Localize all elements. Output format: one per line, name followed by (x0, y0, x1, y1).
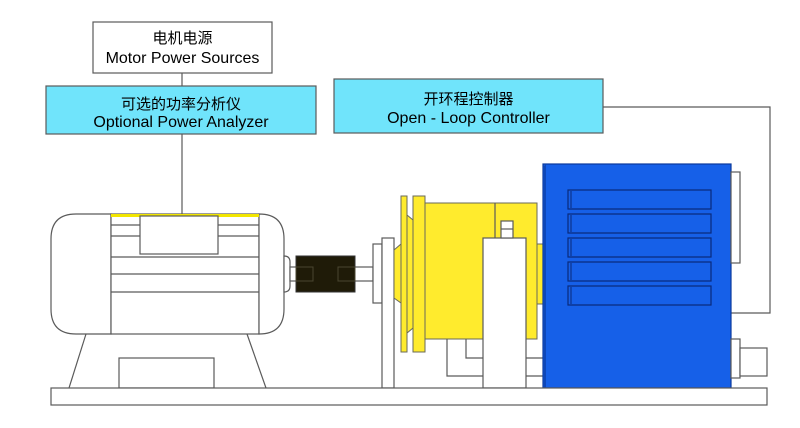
vent-slot (567, 261, 712, 282)
coupling-body (295, 255, 356, 293)
power-analyzer-box: 可选的功率分析仪 Optional Power Analyzer (45, 85, 317, 135)
connector-controller-to-cabinet (603, 106, 771, 314)
motor-power-sources-box: 电机电源 Motor Power Sources (92, 21, 273, 74)
brake-bracket-inner (465, 339, 483, 359)
motor-shaft-bearing-cap (283, 255, 291, 293)
brake-flange-1 (400, 195, 408, 353)
power-analyzer-label-cn: 可选的功率分析仪 (121, 95, 241, 113)
power-analyzer-label-en: Optional Power Analyzer (93, 114, 269, 131)
motor-end-cap-right (258, 213, 285, 335)
base-plate (50, 387, 768, 406)
brake-flange-2 (412, 195, 426, 353)
motor-power-label-en: Motor Power Sources (106, 50, 260, 67)
brake-disc-spacer (406, 213, 414, 335)
motor-power-box-frame (92, 21, 273, 74)
brake-controller-cabinet (542, 163, 732, 389)
motor-foot-left (68, 333, 87, 389)
vent-slot (567, 237, 712, 258)
coupling-hub-right (337, 266, 356, 282)
bearing-collar (372, 243, 383, 304)
brake-support-pedestal (482, 237, 527, 389)
open-loop-controller-box: 开环程控制器 Open - Loop Controller (333, 78, 604, 134)
motor-terminal-box (139, 215, 219, 255)
controller-box-frame (333, 78, 604, 134)
brake-bracket-outer (446, 339, 483, 377)
motor-end-cap-left (50, 213, 112, 335)
cabinet-vents (567, 189, 712, 306)
coupling-hub-left (295, 266, 314, 282)
brake-hub-right (536, 243, 544, 305)
coupling (295, 255, 356, 293)
brake-hub-left (393, 242, 402, 304)
motor-foot-block (118, 357, 215, 389)
cabinet-side-face (543, 164, 546, 388)
cabinet-side-panel (730, 171, 741, 264)
motor-power-label-cn: 电机电源 (152, 29, 212, 47)
vent-slot (567, 213, 712, 234)
motor-foot-right (246, 333, 267, 389)
rear-bearing-collar (730, 338, 741, 379)
vent-slot (567, 285, 712, 306)
controller-label-cn: 开环程控制器 (423, 90, 513, 108)
power-analyzer-box-frame (45, 85, 317, 135)
rear-shaft-end (739, 347, 768, 377)
controller-label-en: Open - Loop Controller (387, 110, 550, 127)
bearing-pedestal (381, 237, 395, 389)
vent-slot (567, 189, 712, 210)
motor (50, 213, 291, 389)
